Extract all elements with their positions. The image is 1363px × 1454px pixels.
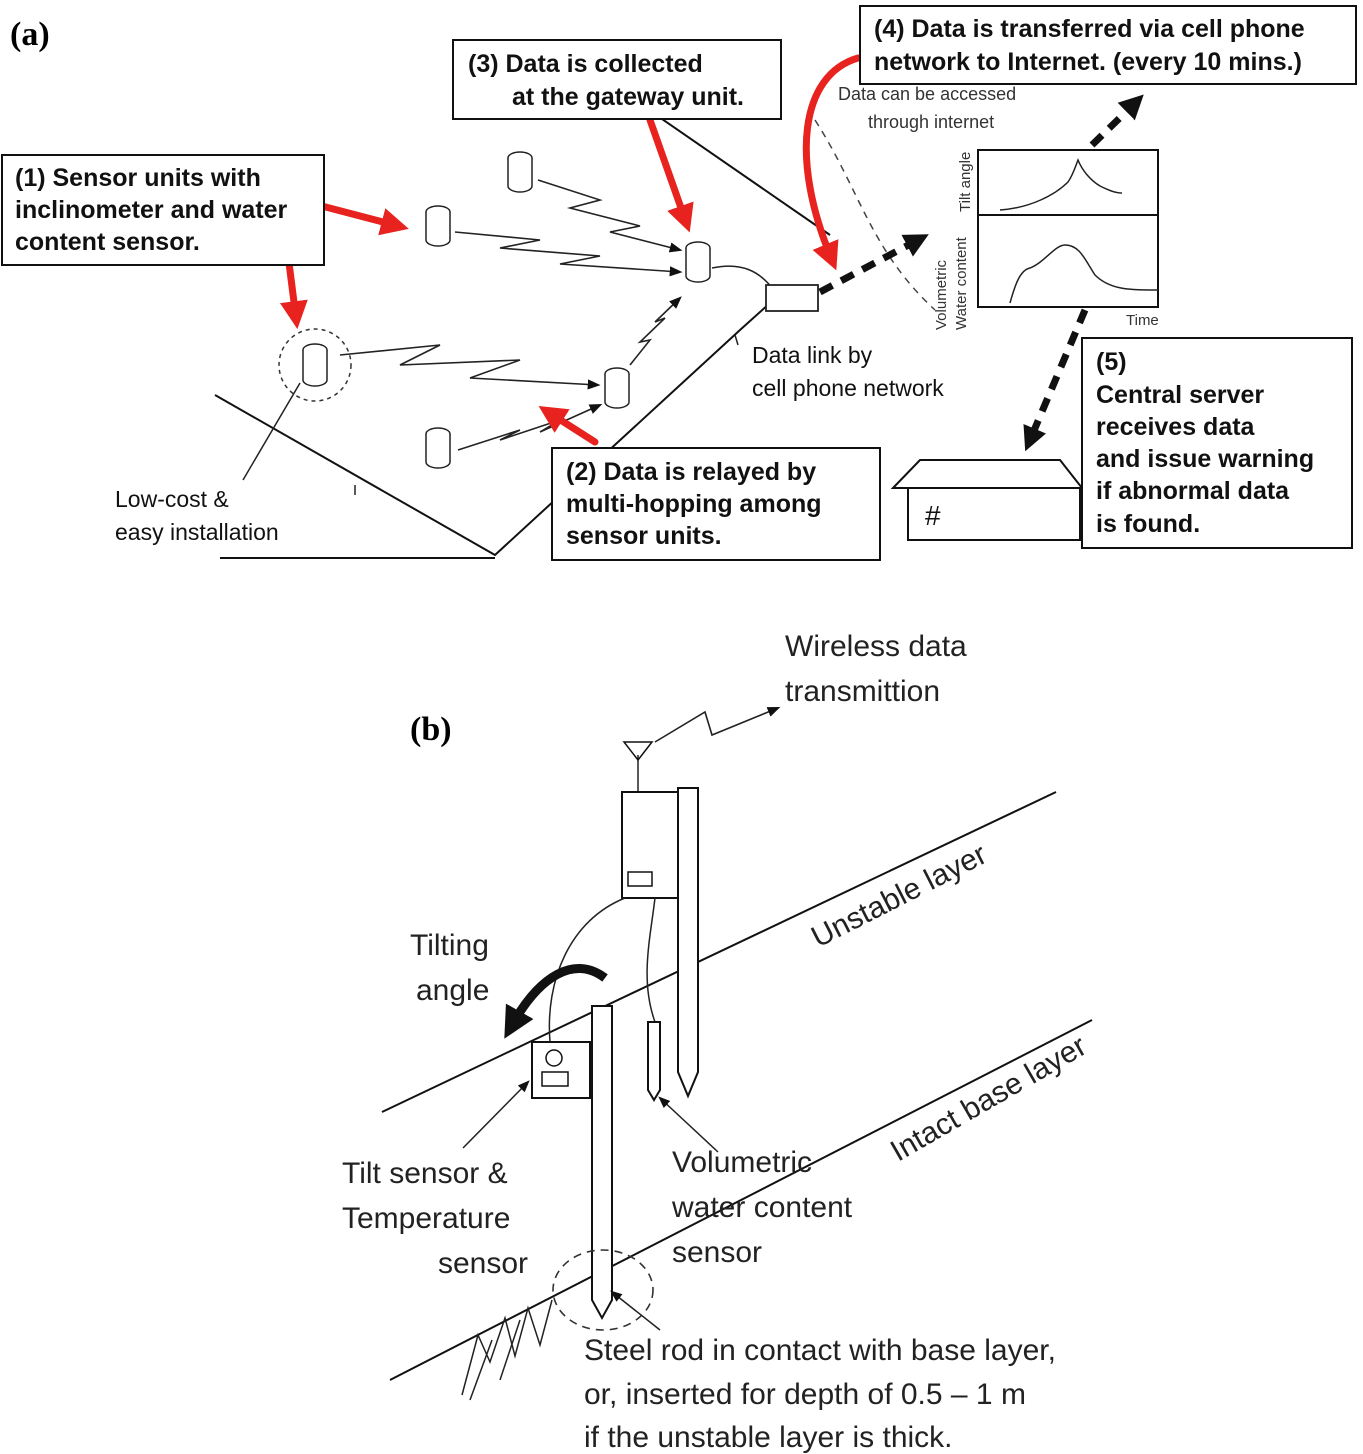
sensor-unit: [425, 427, 451, 469]
water-curve: [1009, 244, 1159, 304]
box1-line3: content sensor.: [15, 228, 200, 256]
tilting-arrow: [504, 964, 608, 1039]
uplink-arrow: [818, 234, 929, 296]
box4-line1: (4) Data is transferred via cell phone: [874, 15, 1305, 43]
data-logger: [621, 741, 679, 899]
panel-a: (a): [1, 5, 1357, 561]
sensor-unit-circled: [278, 328, 352, 402]
unstable-layer-label: Unstable layer: [806, 838, 992, 954]
panel-a-tag: (a): [10, 16, 50, 53]
graph-frame: [977, 149, 1159, 308]
tilting-label-1: Tilting: [410, 929, 489, 962]
arrow-box1-sensor: [314, 201, 409, 236]
water-sensor-label-3: sensor: [672, 1236, 762, 1269]
contact-zone: [552, 1249, 654, 1331]
callout-box-5: (5) Central server receives data and iss…: [1081, 337, 1353, 549]
box3-line1: (3) Data is collected: [468, 50, 703, 78]
box5-line2: Central server: [1096, 381, 1264, 409]
tilt-sensor-leader: [462, 1080, 530, 1149]
panel-b: (b): [342, 630, 1093, 1454]
graph-ylabel-top: Tilt angle: [957, 152, 974, 212]
data-link-1: Data link by: [752, 342, 873, 368]
install-leader: [242, 382, 301, 481]
tilt-sensor-box: [531, 1041, 591, 1099]
mounting-pole: [677, 787, 699, 1099]
server-arrow: [1023, 308, 1089, 452]
central-server-building: #: [890, 459, 1085, 541]
internet-note-2: through internet: [868, 112, 994, 132]
steel-rod-label-3: if the unstable layer is thick.: [584, 1421, 953, 1454]
arrow-box4-modem: [802, 54, 862, 271]
callout-box-4: (4) Data is transferred via cell phone n…: [859, 5, 1357, 85]
water-content-sensor: [647, 1021, 661, 1102]
unstable-layer-line: [381, 791, 1057, 1113]
box2-line1: (2) Data is relayed by: [566, 458, 816, 486]
internet-arrow: [1089, 94, 1144, 148]
box5-line3: receives data: [1096, 413, 1256, 441]
tilt-sensor-label-3: sensor: [438, 1247, 528, 1280]
box4-line2: network to Internet. (every 10 mins.): [874, 48, 1302, 76]
box1-line1: (1) Sensor units with: [15, 164, 261, 192]
tilt-cable: [548, 897, 626, 1043]
base-hatch: [461, 1299, 553, 1401]
sensor-unit: [604, 367, 630, 409]
tilt-curve: [999, 157, 1123, 211]
multi-hop-links: [339, 179, 683, 451]
box5-line6: is found.: [1096, 510, 1200, 538]
box5-line4: and issue warning: [1096, 445, 1314, 473]
monitoring-graph: Tilt angle Volumetric Water content Time: [933, 149, 1159, 330]
water-sensor-leader: [658, 1096, 719, 1153]
callout-box-1: (1) Sensor units with inclinometer and w…: [1, 154, 325, 266]
steel-rod: [591, 1005, 613, 1321]
window-icon: #: [925, 500, 941, 531]
box5-line1: (5): [1096, 348, 1127, 376]
steel-rod-leader: [610, 1290, 661, 1331]
antenna-icon: [622, 741, 654, 762]
sensor-unit: [425, 205, 451, 247]
water-sensor-label-1: Volumetric: [672, 1146, 812, 1179]
box2-line2: multi-hopping among: [566, 490, 822, 518]
tilt-sensor-label-2: Temperature: [342, 1202, 510, 1235]
install-note-2: easy installation: [115, 519, 279, 545]
arrow-box3-gateway: [646, 116, 694, 233]
callout-box-3: (3) Data is collected at the gateway uni…: [452, 39, 782, 120]
tilting-label-2: angle: [416, 974, 489, 1007]
internet-note-1: Data can be accessed: [838, 84, 1016, 104]
box3-line2: at the gateway unit.: [512, 83, 744, 111]
install-note-1: Low-cost &: [115, 486, 229, 512]
graph-xlabel: Time: [1126, 312, 1159, 329]
box5-line5: if abnormal data: [1096, 477, 1290, 505]
wireless-signal: [654, 707, 781, 743]
wireless-label-2: transmittion: [785, 675, 940, 708]
graph-ylabel-bottom-1: Volumetric: [933, 259, 950, 330]
box1-line2: inclinometer and water: [15, 196, 288, 224]
internet-boundary: [814, 119, 936, 311]
arrow-box2-relay: [538, 405, 599, 446]
water-cable: [646, 897, 656, 1023]
panel-b-tag: (b): [410, 711, 452, 748]
tilt-sensor-label-1: Tilt sensor &: [342, 1157, 508, 1190]
box2-line3: sensor units.: [566, 522, 722, 550]
sensor-units: [278, 151, 711, 469]
wireless-label-1: Wireless data: [785, 630, 967, 663]
intact-layer-label: Intact base layer: [885, 1029, 1092, 1168]
sensor-unit: [507, 151, 533, 193]
water-sensor-label-2: water content: [671, 1191, 853, 1224]
modem-box: [765, 284, 819, 312]
steel-rod-label-1: Steel rod in contact with base layer,: [584, 1334, 1056, 1367]
data-link-2: cell phone network: [752, 375, 944, 401]
steel-rod-label-2: or, inserted for depth of 0.5 – 1 m: [584, 1378, 1026, 1411]
graph-ylabel-bottom-2: Water content: [953, 236, 970, 330]
gateway-unit: [685, 241, 711, 283]
callout-box-2: (2) Data is relayed by multi-hopping amo…: [551, 447, 881, 561]
base-layer-line: [389, 1019, 1093, 1381]
